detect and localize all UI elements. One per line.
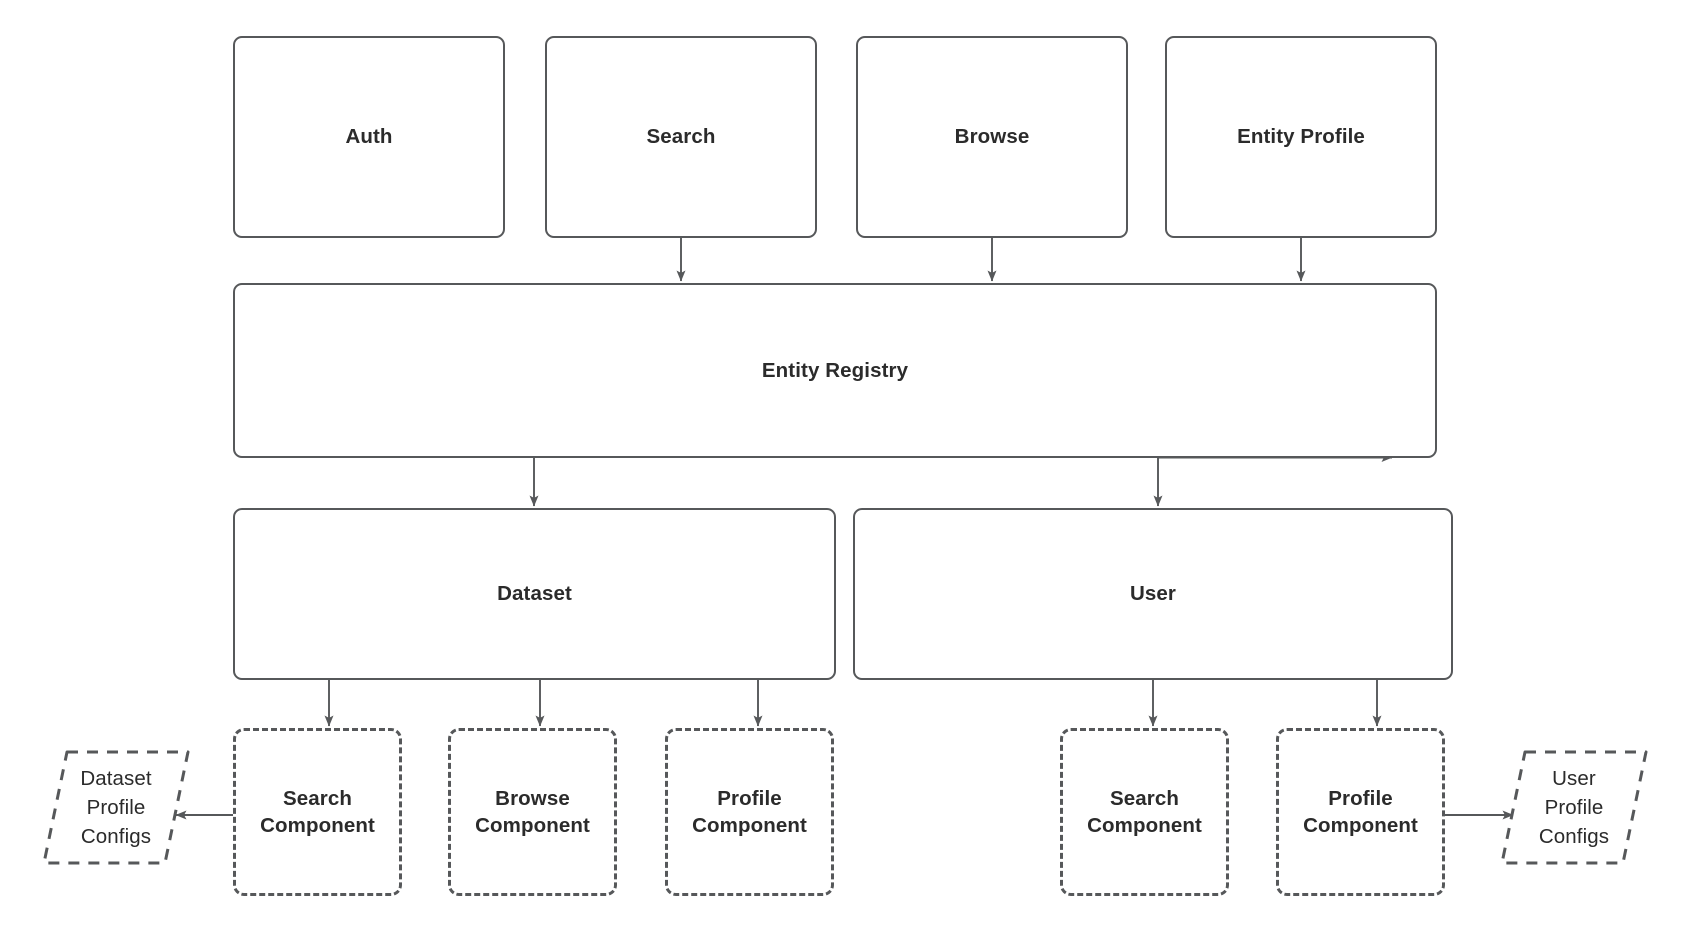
- node-user-search-component[interactable]: Search Component: [1060, 728, 1229, 896]
- node-search-label: Search: [646, 125, 716, 149]
- node-auth-label: Auth: [345, 125, 393, 149]
- node-dataset-search-component[interactable]: Search Component: [233, 728, 402, 896]
- node-user-profile-configs-label: User Profile Configs: [1538, 766, 1610, 849]
- node-dataset-label: Dataset: [497, 582, 572, 606]
- node-dataset[interactable]: Dataset: [233, 508, 836, 680]
- node-browse-label: Browse: [954, 125, 1030, 149]
- node-dataset-profile-configs-label: Dataset Profile Configs: [80, 766, 152, 849]
- node-user-profile-configs[interactable]: User Profile Configs: [1498, 748, 1650, 867]
- node-dataset-profile-component[interactable]: Profile Component: [665, 728, 834, 896]
- node-user[interactable]: User: [853, 508, 1453, 680]
- dataset-profile-configs-shape: [42, 750, 190, 865]
- node-user-label: User: [1130, 582, 1176, 606]
- node-dataset-browse-component[interactable]: Browse Component: [448, 728, 617, 896]
- node-entity-registry[interactable]: Entity Registry: [233, 283, 1437, 458]
- node-entity-profile-label: Entity Profile: [1237, 125, 1365, 149]
- node-user-profile-component-label: Profile Component: [1303, 786, 1418, 837]
- node-search[interactable]: Search: [545, 36, 817, 238]
- user-profile-configs-shape: [1500, 750, 1648, 865]
- node-dataset-profile-configs[interactable]: Dataset Profile Configs: [40, 748, 192, 867]
- node-dataset-search-component-label: Search Component: [260, 786, 375, 837]
- node-browse[interactable]: Browse: [856, 36, 1128, 238]
- node-entity-registry-label: Entity Registry: [761, 358, 909, 382]
- node-user-profile-component[interactable]: Profile Component: [1276, 728, 1445, 896]
- node-dataset-browse-component-label: Browse Component: [475, 786, 590, 837]
- node-auth[interactable]: Auth: [233, 36, 505, 238]
- node-dataset-profile-component-label: Profile Component: [692, 786, 807, 837]
- node-user-search-component-label: Search Component: [1087, 786, 1202, 837]
- node-entity-profile[interactable]: Entity Profile: [1165, 36, 1437, 238]
